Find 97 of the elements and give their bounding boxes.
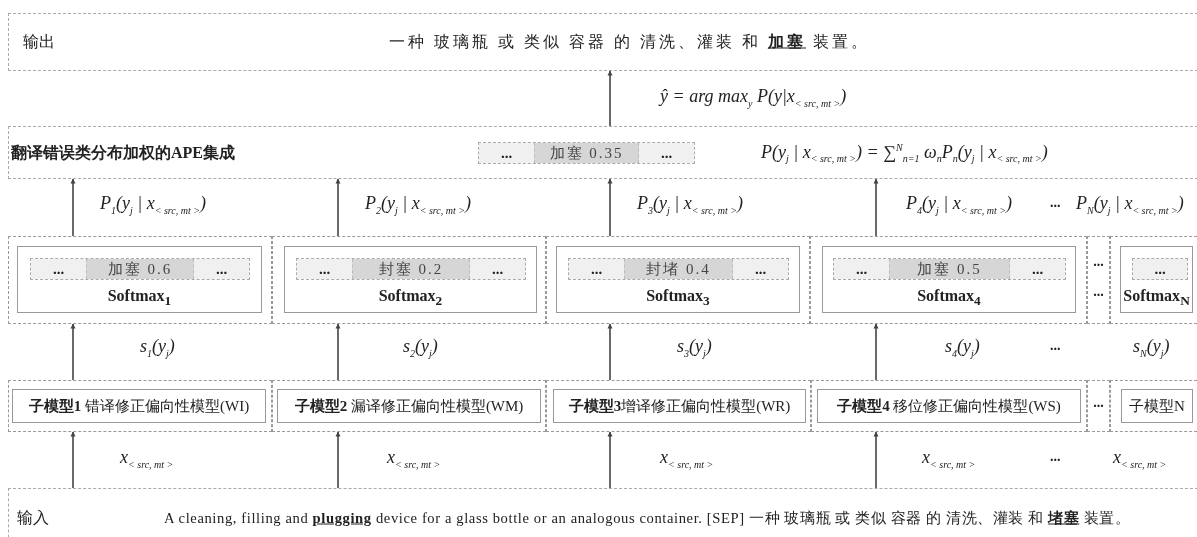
ensemble-band [8,126,1197,179]
band-label: 输出 [23,31,55,52]
bar-segment: ... [479,143,534,163]
softmax-box [556,246,800,313]
bar-segment: ... [569,259,624,279]
softmax-box [17,246,262,313]
dashed-column [546,236,810,324]
edge-label: P$_{4}$(y$_{j}$ | x$_{< src, mt >}$) [906,193,1013,216]
submodel-box [277,389,541,423]
ellipsis: ... [1093,283,1104,300]
arrow [607,323,613,381]
edge-label: x$_{< src, mt >}$ [660,447,714,470]
softmax-label: Softmax$_{1}$ [107,287,172,310]
bar-segment: ... [733,259,788,279]
submodel-label: 子模型N [1129,396,1185,416]
submodel-label: 子模型3增译修正偏向性模型(WR) [568,396,791,416]
arrow [70,323,76,381]
edge-label: s$_{2}$(y$_{j}$) [403,336,438,359]
bar-segment: 加塞 0.6 [86,259,194,279]
ellipsis: ... [1050,338,1061,354]
edge-label: P$_{2}$(y$_{j}$ | x$_{< src, mt >}$) [365,193,472,216]
dashed-column [272,380,546,432]
probability-bar [568,258,789,280]
sentence-text: A cleaning, filling and plugging device for a glass bottle or an analogous container. [SEP] 一种 玻璃瓶 或 类似 容器 的 清洗、灌装 和 堵塞 装置。 [164,508,1131,528]
edge-label: s$_{4}$(y$_{j}$) [945,336,980,359]
arrow [335,178,341,237]
bar-segment: ... [639,143,694,163]
arrow [335,431,341,489]
submodel-label: 子模型4 移位修正偏向性模型(WS) [837,396,1061,416]
band-heading: 翻译错误类分布加权的APE集成 [11,142,235,163]
formula-label: x$_{< src, mt >}$ [1113,447,1167,470]
softmax-label: Softmax$_{N}$ [1123,287,1190,310]
bar-segment: ... [470,259,525,279]
bar-segment: 封堵 0.4 [624,259,733,279]
arrow [607,178,613,237]
softmax-box [1120,246,1193,313]
dashed-column [8,236,272,324]
submodel-label: 子模型1 错译修正偏向性模型(WI) [28,396,250,416]
dashed-column [1110,236,1197,324]
ellipsis: ... [1093,395,1104,411]
arrow [607,431,613,489]
ellipsis: ... [1050,195,1061,211]
edge-label: ŷ = arg max$_{y}$ P(y|x$_{< src, mt >}$) [660,86,847,109]
probability-bar [30,258,250,280]
softmax-box [822,246,1076,313]
softmax-label: Softmax$_{2}$ [378,287,443,310]
arrow [335,323,341,381]
ellipsis: ... [1093,254,1104,271]
dashed-column [811,380,1087,432]
dashed-column [1087,380,1110,432]
dashed-column [8,380,272,432]
softmax-label: Softmax$_{4}$ [917,287,981,310]
edge-label: x$_{< src, mt >}$ [120,447,174,470]
sentence-text: 一种 玻璃瓶 或 类似 容器 的 清洗、灌装 和 加塞 装置。 [389,31,870,52]
bar-segment: ... [297,259,352,279]
band-label: 输入 [17,507,49,528]
ellipsis: ... [1050,449,1061,465]
submodel-box [1121,389,1193,423]
bar-segment: ... [1010,259,1065,279]
probability-bar [296,258,526,280]
edge-label: x$_{< src, mt >}$ [387,447,441,470]
formula-text: P(y$_{j}$ | x$_{< src, mt >}$) = ∑$^{N}$$_{n=1}$ ω$_{n}$P$_{n}$(y$_{j}$ | x$_{< src, mt >}$) [761,141,1048,164]
arrow [70,431,76,489]
arrow [70,178,76,237]
arrow [873,178,879,237]
edge-label: P$_{3}$(y$_{j}$ | x$_{< src, mt >}$) [637,193,744,216]
arrow [873,323,879,381]
submodel-label: 子模型2 漏译修正偏向性模型(WM) [294,396,524,416]
bar-segment: 封塞 0.2 [352,259,470,279]
dashed-column [1110,380,1197,432]
dashed-column [546,380,811,432]
probability-bar [478,142,695,164]
edge-label: x$_{< src, mt >}$ [922,447,976,470]
dashed-column [1087,236,1110,324]
bar-segment: 加塞 0.5 [889,259,1010,279]
formula-label: P$_{N}$(y$_{j}$ | x$_{< src, mt >}$) [1076,193,1184,216]
softmax-box [284,246,537,313]
bar-segment: ... [194,259,249,279]
edge-label: s$_{1}$(y$_{j}$) [140,336,175,359]
bar-segment: ... [1133,259,1187,279]
formula-label: s$_{N}$(y$_{j}$) [1133,336,1170,359]
edge-label: P$_{1}$(y$_{j}$ | x$_{< src, mt >}$) [100,193,207,216]
arrow [873,431,879,489]
softmax-label: Softmax$_{3}$ [646,287,710,310]
submodel-box [817,389,1081,423]
submodel-box [553,389,806,423]
bar-segment: 加塞 0.35 [534,143,639,163]
bar-segment: ... [834,259,889,279]
dashed-column [810,236,1087,324]
probability-bar [833,258,1066,280]
edge-label: s$_{3}$(y$_{j}$) [677,336,712,359]
text-band [8,488,1197,537]
submodel-box [12,389,266,423]
bar-segment: ... [31,259,86,279]
text-band [8,13,1197,71]
dashed-column [272,236,546,324]
arrow [607,70,613,127]
